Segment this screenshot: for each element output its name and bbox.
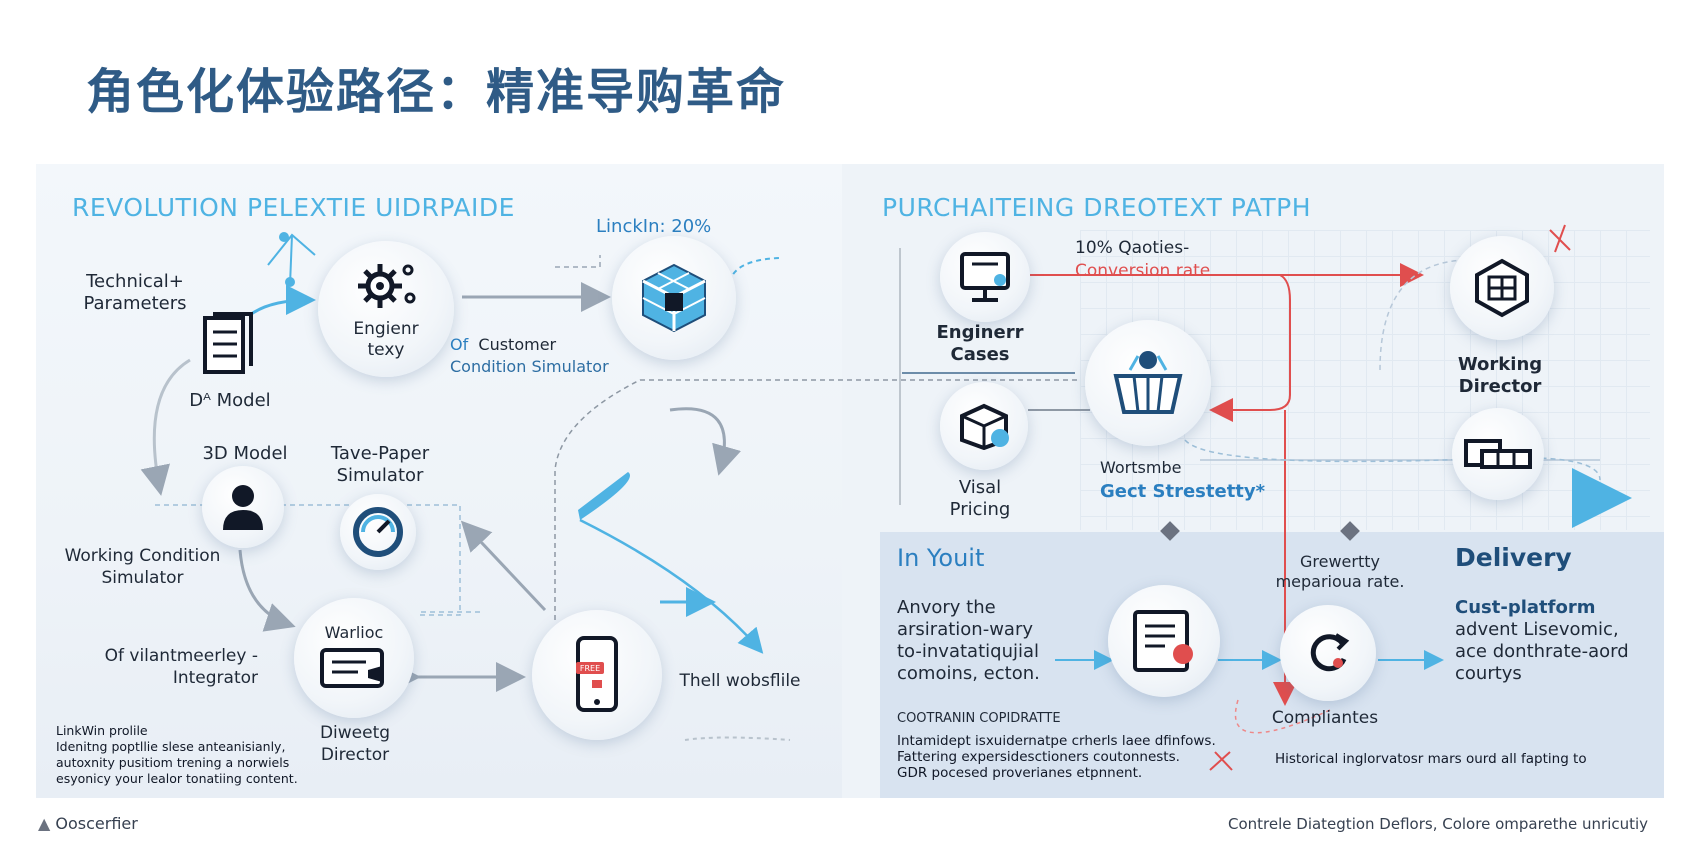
footer-logo: ▲ Ooscerfier xyxy=(38,814,138,833)
person-icon xyxy=(223,485,263,530)
phone-tag-text: FREE xyxy=(580,664,600,673)
compliance-title: COOTRANIN COPIDRATTE xyxy=(897,711,1061,726)
network-box-icon xyxy=(1475,258,1529,318)
tave-paper-label: Tave-Paper Simulator xyxy=(330,443,430,486)
right-section-heading: PURCHAITEING DREOTEXT PATPH xyxy=(882,193,1312,222)
diweetg-director-label: Diweetg Director xyxy=(319,723,391,765)
document-node xyxy=(1108,585,1220,697)
document-list-icon xyxy=(1133,610,1193,672)
linkedin-stat: LinckIn: 20% xyxy=(596,216,712,237)
shopping-basket-icon xyxy=(1113,351,1183,414)
cube-node xyxy=(612,236,736,360)
cube-icon xyxy=(642,263,706,333)
hexagon-node xyxy=(1450,236,1554,340)
qaoties-label: 10% Qaoties- xyxy=(1075,238,1190,258)
visal-pricing-label: Visal Pricing xyxy=(949,477,1011,520)
sync-icon xyxy=(1310,633,1350,672)
engineer-cases-label: Enginerr Cases xyxy=(936,322,1024,365)
card-icon xyxy=(320,647,384,688)
wortsmbe-label: Wortsmbe xyxy=(1100,458,1182,477)
anvory-text: Anvory the arsiration-wary to-invatatiqu… xyxy=(897,597,1040,684)
basket-node xyxy=(1085,320,1211,446)
package-icon xyxy=(960,403,1009,450)
3d-model-label: 3D Model xyxy=(202,443,288,464)
cust-platform-text: Cust-platform advent Lisevomic, ace dont… xyxy=(1455,597,1629,684)
working-condition-label: Working Condition Simulator xyxy=(64,546,221,588)
phone-node: FREE xyxy=(532,610,662,740)
page-title: 角色化体验路径：精准导购革命 xyxy=(86,64,787,120)
compliance-text: Intamidept isxuidernatpe crherls laee df… xyxy=(897,733,1216,781)
gear-icon xyxy=(357,263,416,308)
gauge-icon xyxy=(353,507,403,557)
in-yoult-heading: In Youit xyxy=(897,544,985,572)
d-model-label: Dᴬ Model xyxy=(189,390,271,411)
sync-node xyxy=(1280,605,1376,701)
cards-node xyxy=(1452,408,1544,500)
smartphone-icon: FREE xyxy=(576,636,618,712)
linkedin-profile-note: LinkWin prolile Idenitng poptllie slese … xyxy=(56,723,298,786)
working-director-label: Working Director xyxy=(1457,354,1543,397)
monitor-circle xyxy=(940,232,1030,322)
historical-text: Historical inglorvatosr mars ourd all fa… xyxy=(1275,751,1587,767)
compliantes-label: Compliantes xyxy=(1271,708,1379,728)
cards-icon xyxy=(1464,439,1532,469)
get-strestetty-label: Gect Strestetty* xyxy=(1100,481,1266,502)
footer-note: Contrele Diategtion Deflors, Colore ompa… xyxy=(1228,815,1649,833)
person-node xyxy=(202,466,284,548)
growth-label: Grewertty meparioua rate. xyxy=(1275,552,1405,591)
gauge-node xyxy=(340,494,416,570)
engineer-node: Engienr texy xyxy=(318,241,454,377)
left-section-heading: REVOLUTION PELEXTIE UIDRPAIDE xyxy=(72,193,515,222)
document-stack-icon xyxy=(195,310,265,385)
integrator-label: Of vilantmeerley - Integrator xyxy=(104,646,258,688)
conversion-rate-label: Conversion rate xyxy=(1075,261,1211,281)
logo-icon: ▲ xyxy=(38,814,51,833)
customer-simulator-label: Of Customer Condition Simulator xyxy=(450,335,609,376)
monitor-node: Warlioc xyxy=(294,598,414,718)
technical-parameters-label: Technical+ Parameters xyxy=(83,271,187,314)
monitor-icon xyxy=(960,252,1010,302)
thell-label: Thell wobsflile xyxy=(679,671,801,691)
delivery-heading: Delivery xyxy=(1455,543,1572,572)
box-node xyxy=(940,382,1028,470)
